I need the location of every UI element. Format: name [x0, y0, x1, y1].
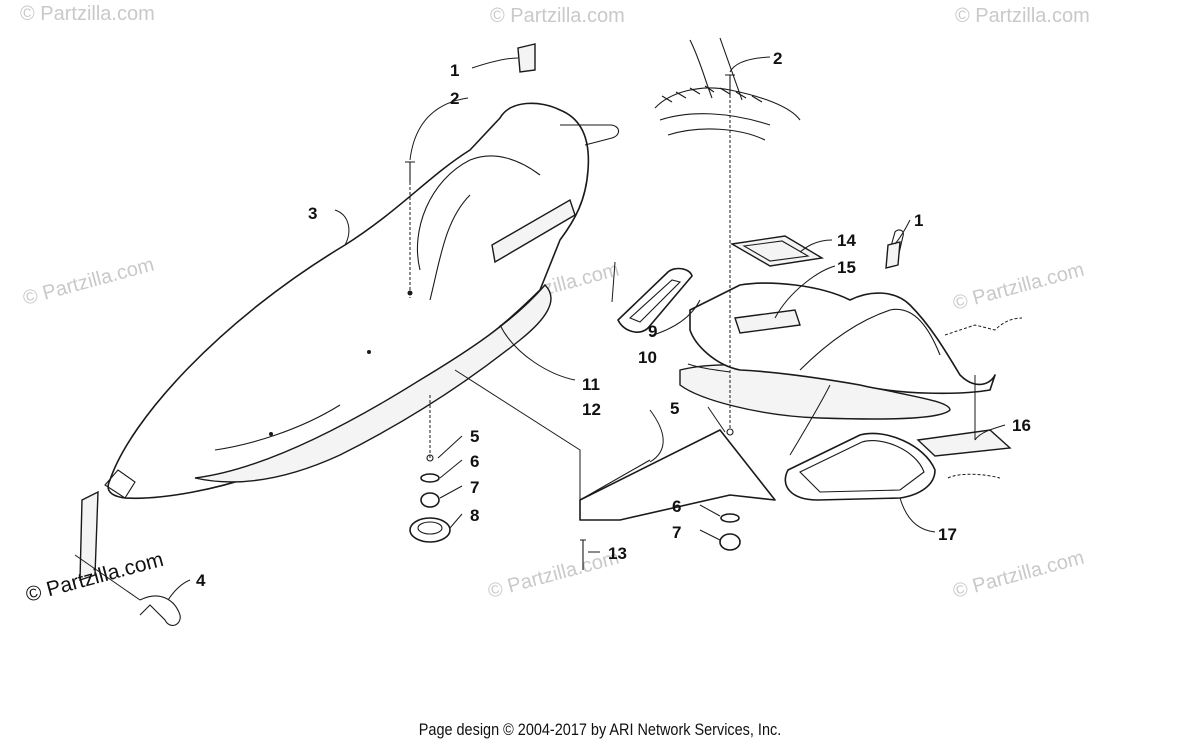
watermark-mid-left: © Partzilla.com — [21, 254, 157, 310]
gasket-9 — [617, 267, 693, 333]
footer-copyright: Page design © 2004-2017 by ARI Network S… — [418, 720, 782, 739]
emblem-right — [885, 241, 901, 269]
clip-4 — [139, 595, 181, 626]
watermark-mid-right: © Partzilla.com — [951, 259, 1087, 315]
hood-underside — [194, 283, 552, 483]
callout-7-left: 7 — [470, 478, 479, 497]
tray-assembly — [679, 229, 996, 420]
callout-8: 8 — [470, 506, 479, 525]
grommet-stack-left — [409, 454, 451, 543]
callout-6-right: 6 — [672, 497, 681, 516]
callout-13: 13 — [608, 544, 627, 563]
callout-1-left: 1 — [450, 61, 459, 80]
callout-7-right: 7 — [672, 523, 681, 542]
grommet-stack-right — [719, 428, 741, 551]
screw-right — [725, 74, 735, 95]
watermark-group: © Partzilla.com © Partzilla.com © Partzi… — [20, 3, 1090, 603]
screw-left — [405, 161, 415, 182]
watermark-low-center: © Partzilla.com — [486, 547, 622, 603]
hood-assembly — [104, 102, 620, 500]
watermark-low-right: © Partzilla.com — [951, 547, 1087, 603]
emblem-left — [517, 43, 536, 73]
callout-1-right: 1 — [914, 211, 923, 230]
callout-3: 3 — [308, 204, 317, 223]
decal-plate — [729, 235, 825, 267]
callout-5-left: 5 — [470, 427, 479, 446]
pin-13 — [580, 539, 586, 570]
watermark-top-left: © Partzilla.com — [20, 3, 155, 25]
callout-2-right: 2 — [773, 49, 782, 68]
callout-11: 11 — [582, 375, 600, 394]
leader-lines — [74, 56, 1023, 601]
callout-12: 12 — [582, 400, 601, 419]
mount-bracket — [79, 490, 99, 581]
callout-6-left: 6 — [470, 452, 479, 471]
callout-labels: 1 2 1 2 3 4 5 6 7 8 9 10 11 12 13 5 6 7 … — [196, 49, 1031, 590]
watermark-top-right: © Partzilla.com — [955, 5, 1090, 27]
watermark-top-center: © Partzilla.com — [490, 5, 625, 27]
callout-10: 10 — [638, 348, 657, 367]
callout-17: 17 — [938, 525, 957, 544]
callout-14: 14 — [837, 231, 856, 250]
bracket-12 — [579, 429, 776, 521]
seat-tray — [689, 282, 996, 395]
seal-17 — [784, 432, 936, 501]
callout-9: 9 — [648, 322, 657, 341]
callout-16: 16 — [1012, 416, 1031, 435]
plate-16 — [916, 429, 1012, 457]
callout-4: 4 — [196, 571, 206, 590]
callout-15: 15 — [837, 258, 856, 277]
callout-5-right: 5 — [670, 399, 679, 418]
callout-2-left: 2 — [450, 89, 459, 108]
